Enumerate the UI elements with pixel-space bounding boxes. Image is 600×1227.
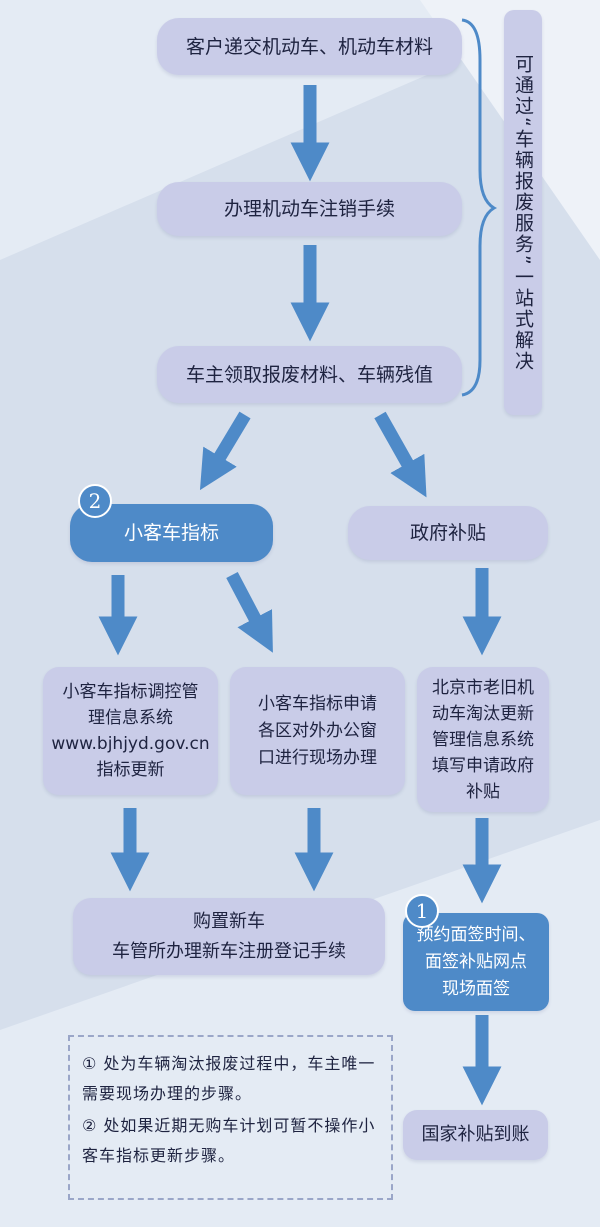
arrow-step3-subsidy <box>374 411 427 498</box>
side-brace-icon <box>461 18 498 397</box>
quota-offline-window: 小客车指标申请 各区对外办公窗 口进行现场办理 <box>230 667 405 795</box>
branch-subsidy: 政府补贴 <box>348 506 548 560</box>
buy-new-car: 购置新车 车管所办理新车注册登记手续 <box>73 898 385 975</box>
step-submit-vehicle: 客户递交机动车、机动车材料 <box>157 18 462 75</box>
footnote-1: ① 处为车辆淘汰报废过程中，车主唯一需要现场办理的步骤。 <box>82 1054 376 1103</box>
subsidy-arrival: 国家补贴到账 <box>403 1110 548 1160</box>
side-note-text: 可通过“车辆报废服务”一站式解决 <box>512 53 534 372</box>
step-deregistration: 办理机动车注销手续 <box>157 182 462 236</box>
badge-1: 1 <box>405 894 439 928</box>
subsidy-management-system: 北京市老旧机 动车淘汰更新 管理信息系统 填写申请政府 补贴 <box>417 667 549 812</box>
footnote-box: ① 处为车辆淘汰报废过程中，车主唯一需要现场办理的步骤。 ② 处如果近期无购车计… <box>68 1035 393 1200</box>
side-note-box: 可通过“车辆报废服务”一站式解决 <box>504 10 542 415</box>
badge-2: 2 <box>78 484 112 518</box>
arrow-step3-quota <box>199 411 251 491</box>
arrow-quota-offline <box>226 571 273 653</box>
quota-online-system: 小客车指标调控管 理信息系统 www.bjhjyd.gov.cn 指标更新 <box>43 667 218 795</box>
footnote-2: ② 处如果近期无购车计划可暂不操作小客车指标更新步骤。 <box>82 1116 376 1165</box>
step-collect-materials: 车主领取报废材料、车辆残值 <box>157 346 462 403</box>
appointment-signing: 预约面签时间、 面签补贴网点 现场面签 <box>403 913 549 1011</box>
